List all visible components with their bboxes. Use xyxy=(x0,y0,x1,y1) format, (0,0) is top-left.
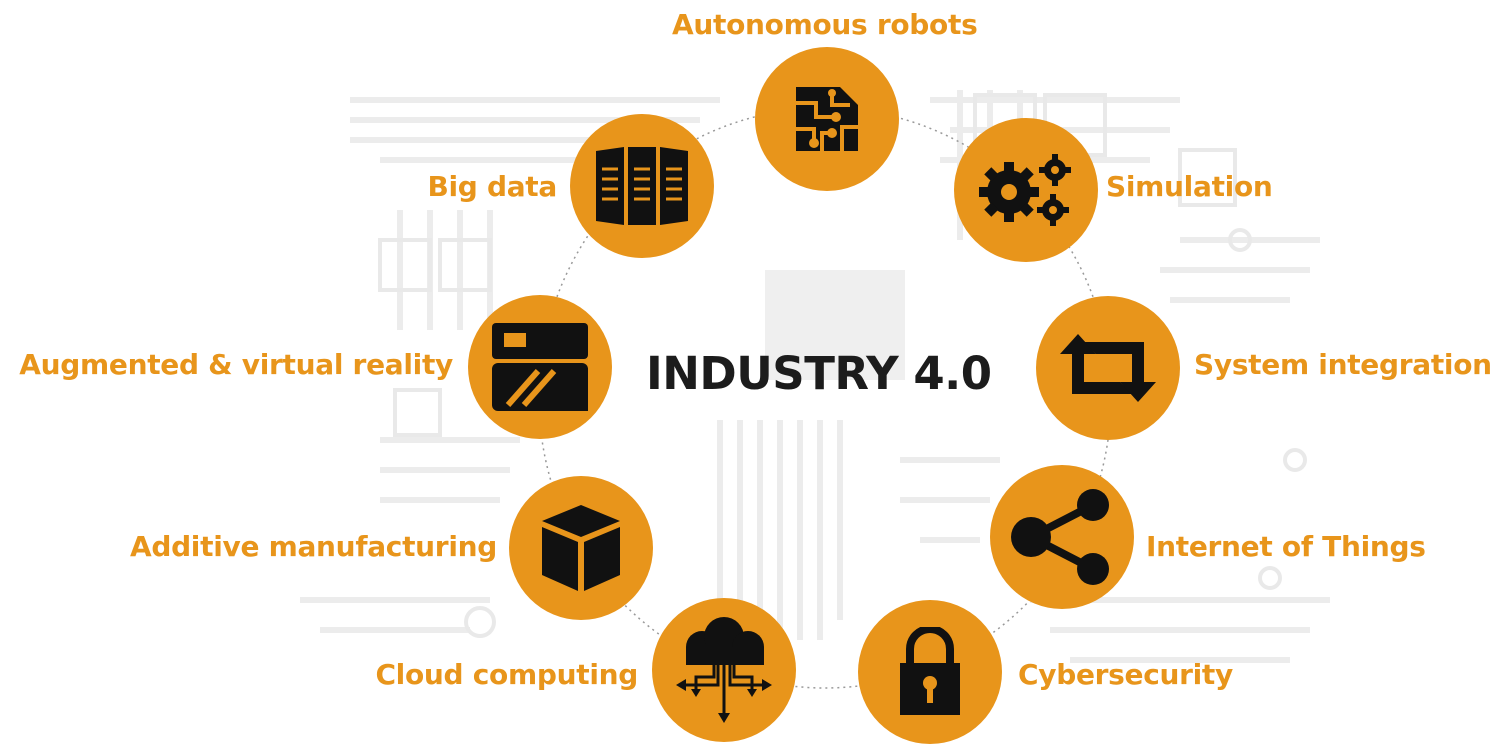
node-internet-of-things xyxy=(990,465,1134,609)
padlock-icon xyxy=(900,627,960,715)
label-simulation: Simulation xyxy=(1106,170,1273,203)
cloud-network-icon xyxy=(676,617,772,723)
node-simulation xyxy=(954,118,1098,262)
label-big-data: Big data xyxy=(427,170,557,203)
label-system-integration: System integration xyxy=(1194,348,1492,381)
sync-arrows-icon xyxy=(1060,334,1156,402)
label-internet-of-things: Internet of Things xyxy=(1146,530,1426,563)
label-additive-manufacturing: Additive manufacturing xyxy=(129,530,497,563)
label-autonomous-robots: Autonomous robots xyxy=(672,8,978,41)
server-racks-icon xyxy=(596,147,688,225)
label-cloud-computing: Cloud computing xyxy=(375,658,638,691)
center-title: INDUSTRY 4.0 xyxy=(646,347,992,400)
node-autonomous-robots xyxy=(755,47,899,191)
label-cybersecurity: Cybersecurity xyxy=(1018,658,1233,691)
vr-headset-icon xyxy=(492,323,588,411)
node-system-integration xyxy=(1036,296,1180,440)
node-cloud-computing xyxy=(652,598,796,742)
gears-icon xyxy=(979,154,1071,226)
node-augmented-virtual-reality xyxy=(468,295,612,439)
cube-icon xyxy=(542,505,620,591)
share-nodes-icon xyxy=(1011,489,1109,585)
node-additive-manufacturing xyxy=(509,476,653,620)
label-augmented-virtual-reality: Augmented & virtual reality xyxy=(19,348,453,381)
node-cybersecurity xyxy=(858,600,1002,744)
node-big-data xyxy=(570,114,714,258)
circuit-chip-icon xyxy=(796,87,858,151)
